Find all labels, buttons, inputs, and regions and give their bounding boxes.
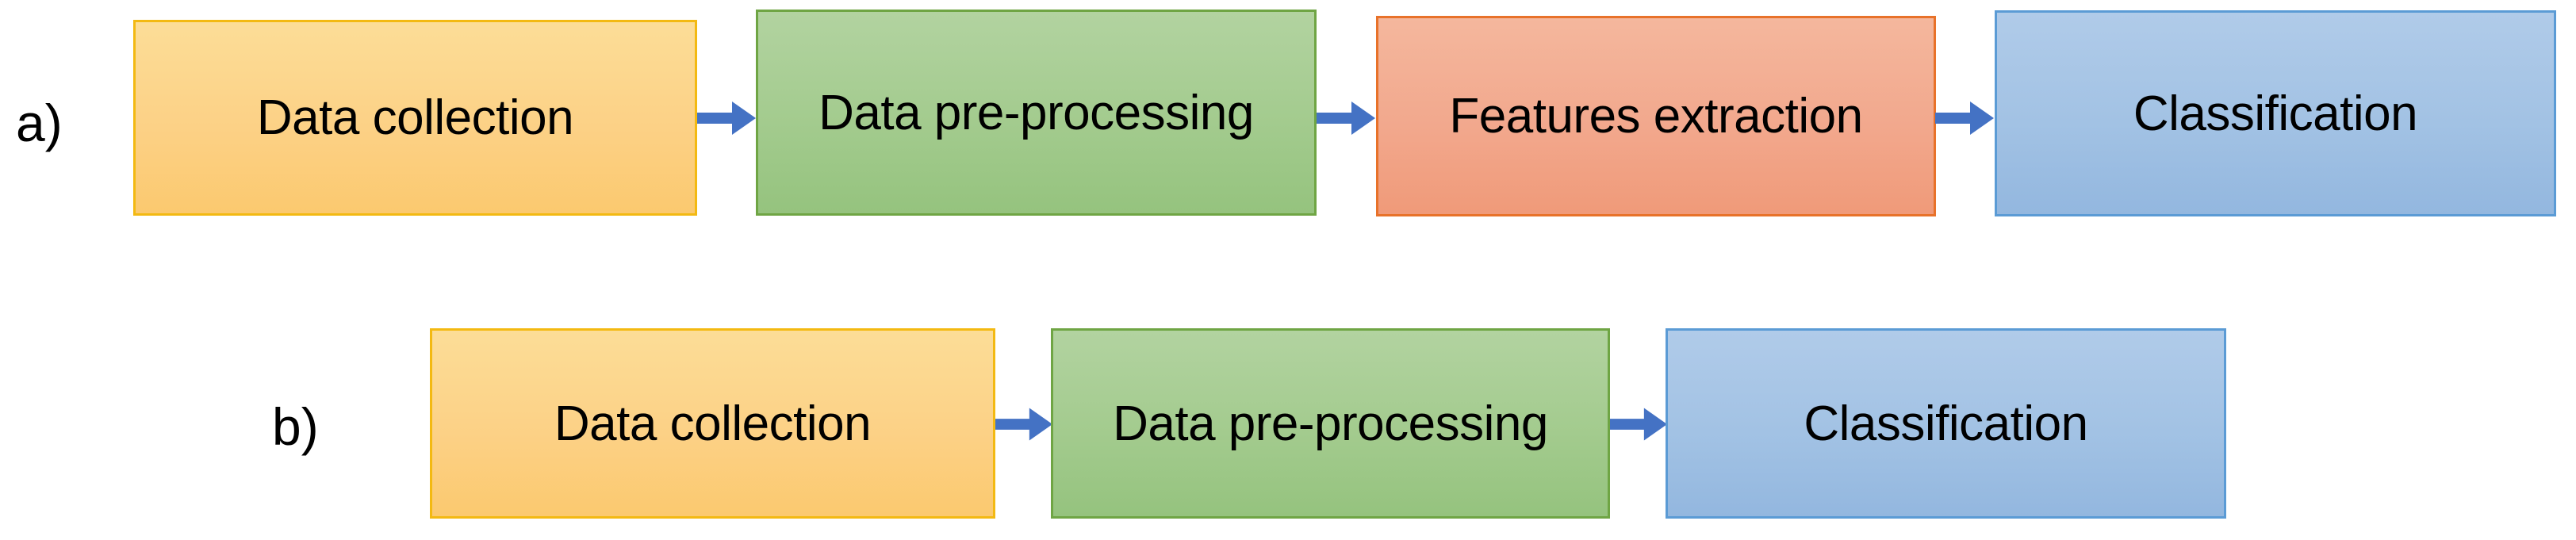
row-label-b: b): [272, 397, 319, 456]
arrow-a-3: [1935, 101, 1994, 135]
node-b-classification-label: Classification: [1804, 396, 2088, 451]
node-a-data-pre-processing-label: Data pre-processing: [818, 85, 1254, 140]
node-b-classification[interactable]: Classification: [1666, 328, 2226, 519]
row-label-a: a): [16, 94, 63, 152]
node-a-classification-label: Classification: [2133, 86, 2418, 141]
node-a-data-collection[interactable]: Data collection: [133, 20, 697, 216]
node-a-classification[interactable]: Classification: [1995, 10, 2556, 216]
node-b-data-collection[interactable]: Data collection: [430, 328, 995, 519]
node-a-features-extraction[interactable]: Features extraction: [1376, 16, 1936, 216]
arrow-b-2: [1610, 408, 1668, 441]
node-b-data-pre-processing-label: Data pre-processing: [1113, 396, 1548, 451]
node-a-data-collection-label: Data collection: [256, 90, 574, 145]
arrow-b-1: [995, 408, 1053, 441]
node-b-data-collection-label: Data collection: [554, 396, 872, 451]
node-a-features-extraction-label: Features extraction: [1449, 89, 1863, 144]
node-b-data-pre-processing[interactable]: Data pre-processing: [1051, 328, 1610, 519]
arrow-a-2: [1317, 101, 1375, 135]
node-a-data-pre-processing[interactable]: Data pre-processing: [756, 10, 1317, 216]
arrow-a-1: [697, 101, 756, 135]
